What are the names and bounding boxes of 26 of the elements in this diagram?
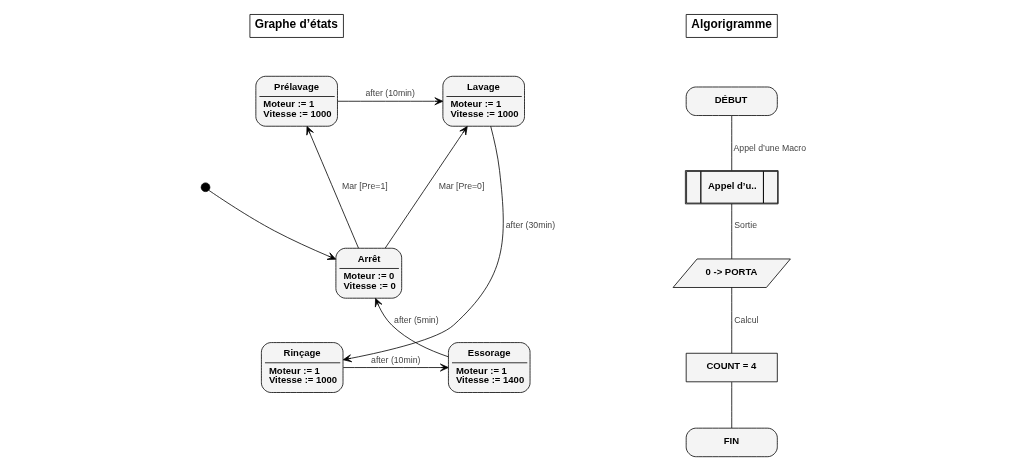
node-box: COUNT = 4 xyxy=(685,352,778,383)
edge-label: Mar [Pre=0] xyxy=(438,181,485,192)
edge-label: Sortie xyxy=(734,220,757,231)
arrow xyxy=(342,363,449,372)
label: Graphe d’états xyxy=(254,17,338,32)
connector xyxy=(731,381,733,429)
node-circle xyxy=(200,182,211,192)
edge-label: Calcul xyxy=(734,314,759,325)
edge-label: after (10min) xyxy=(371,354,421,365)
arrow xyxy=(306,126,359,249)
arrow xyxy=(208,189,337,260)
edge-label: after (10min) xyxy=(365,88,415,99)
label: Algorigramme xyxy=(691,17,772,32)
edge-label: after (30min) xyxy=(505,220,556,231)
connector xyxy=(731,203,733,260)
arrow xyxy=(337,97,444,106)
edge-label: after (5min) xyxy=(394,314,439,325)
arrow xyxy=(342,125,504,363)
node-box: FIN xyxy=(685,427,778,458)
arrow xyxy=(374,298,449,358)
connector xyxy=(731,287,733,354)
node-box: DÉBUT xyxy=(685,86,778,116)
edge-label: Mar [Pre=1] xyxy=(341,181,388,192)
edge-label: Appel d’une Macro xyxy=(733,142,807,153)
arrow xyxy=(384,126,468,249)
connector xyxy=(731,115,733,171)
